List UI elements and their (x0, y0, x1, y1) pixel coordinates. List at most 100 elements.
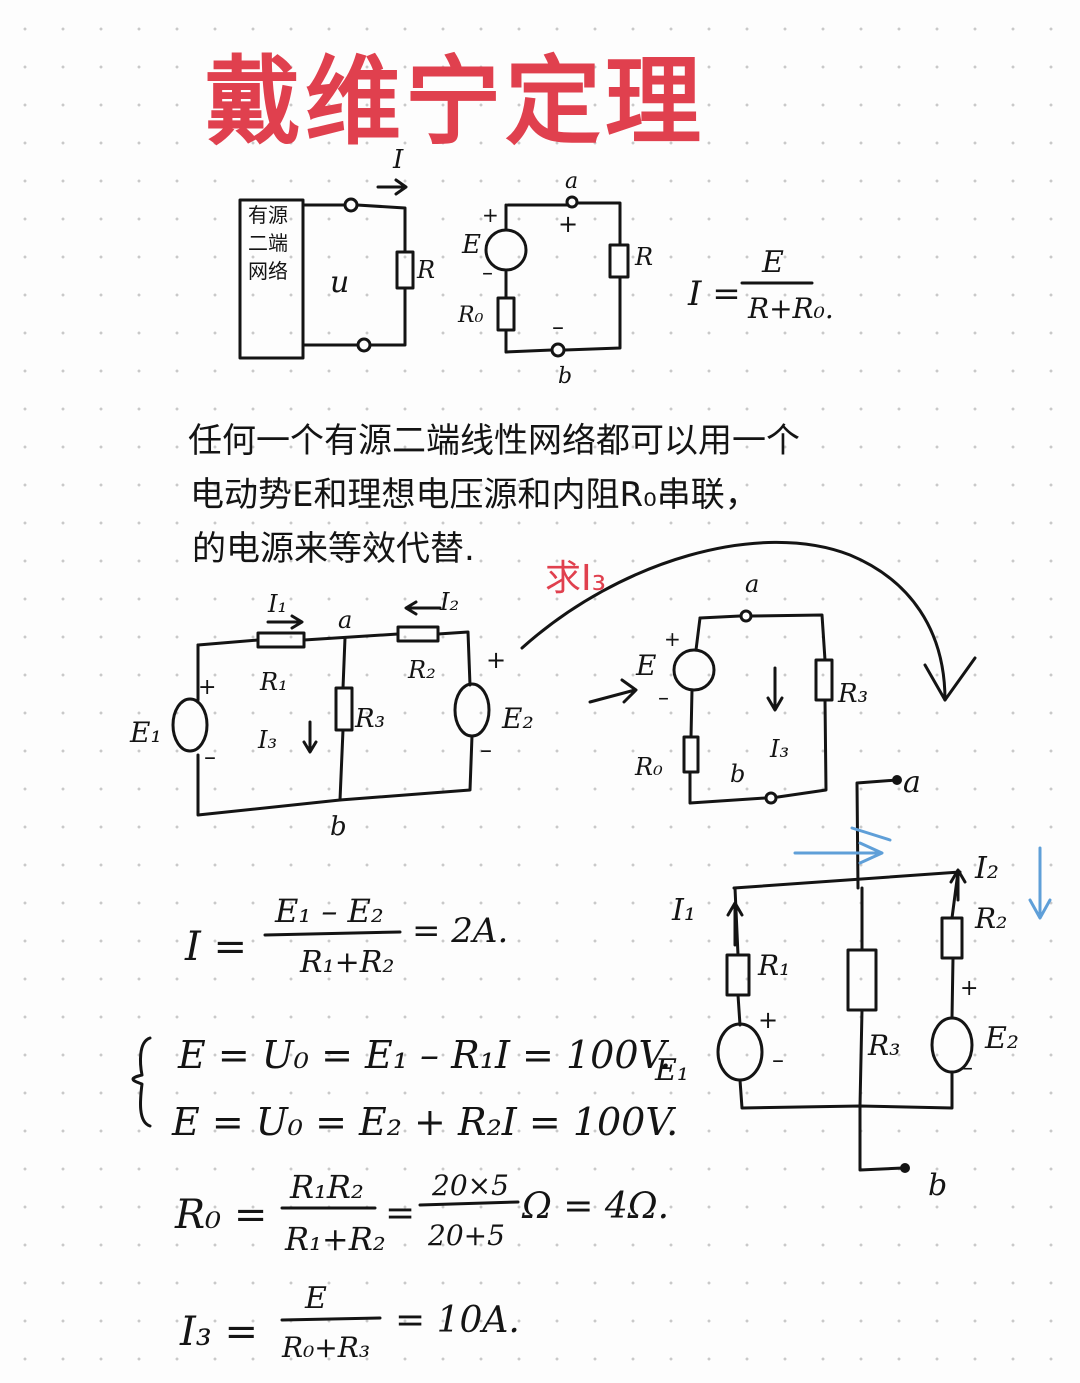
equiv-resistor-R0 (682, 735, 700, 774)
redraw-resistor-R3 (846, 948, 878, 1012)
label-R2: R₂ (407, 656, 436, 684)
diagram-network-with-load: 有源 二端 网络 I u R (238, 145, 435, 360)
load-resistor (608, 243, 630, 279)
svg-text:+: + (664, 627, 681, 651)
node-a: a (565, 169, 578, 194)
resistor-R3 (334, 686, 354, 732)
resistor-R (395, 250, 415, 290)
redraw-label-E2: E₂ (984, 1021, 1019, 1056)
source-E1 (171, 697, 209, 753)
equivalent-arrow (588, 678, 638, 704)
terminal-minus: – (552, 313, 564, 341)
box-label-line-3: 网络 (248, 259, 288, 283)
label-E: E (461, 230, 481, 260)
equiv-label-R3: R₃ (837, 679, 868, 709)
eq5-num: E (304, 1281, 327, 1316)
equation-I3: I₃ = E R₀+R₃ = 10A. (179, 1281, 520, 1364)
current-arrow (376, 178, 408, 196)
equiv-node-b: b (730, 760, 745, 788)
svg-text:–: – (480, 736, 492, 764)
plus-sign: + (482, 203, 499, 227)
equiv-source-E (672, 648, 716, 692)
redraw-source-E1 (716, 1022, 764, 1082)
label-R3: R₃ (354, 704, 385, 734)
equation-I: I = E₁ – E₂ R₁+R₂ = 2A. (184, 892, 508, 980)
label-R1: R₁ (259, 668, 288, 696)
eq4-den2: 20+5 (427, 1219, 505, 1252)
label-I1: I₁ (267, 590, 287, 618)
eq4-eq: = (385, 1193, 415, 1234)
box-label-line-2: 二端 (248, 231, 288, 255)
box-label-line-1: 有源 (248, 203, 288, 227)
curved-arrow-head (923, 656, 977, 702)
node-b: b (330, 812, 347, 842)
label-E2: E₂ (501, 702, 534, 735)
statement-line-1: 任何一个有源二端线性网络都可以用一个 (188, 421, 800, 461)
svg-text:+: + (486, 646, 506, 674)
label-R0: R₀ (457, 303, 484, 328)
circuit-main: I₁ I₂ R₁ R₂ R₃ I₃ E₁ E₂ a b + – + – (129, 588, 534, 842)
svg-text:–: – (658, 686, 669, 711)
equiv-node-a: a (745, 570, 759, 598)
theorem-statement: 任何一个有源二端线性网络都可以用一个 电动势E和理想电压源和内阻R₀串联， 的电… (188, 421, 800, 569)
svg-text:–: – (772, 1046, 784, 1074)
redraw-label-R2: R₂ (974, 902, 1007, 935)
blue-arrow-mark (793, 826, 892, 865)
eq5-den: R₀+R₃ (281, 1331, 370, 1364)
equation-R0: R₀ = R₁R₂ R₁+R₂ = 20×5 20+5 Ω = 4Ω. (174, 1168, 669, 1258)
diagram-thevenin-equivalent: a b E + – + – R₀ R (457, 169, 653, 389)
node-b: b (558, 364, 572, 389)
eq3: E = U₀ = E₂ + R₂I = 100V. (171, 1100, 678, 1144)
redraw-node-b: b (928, 1168, 947, 1203)
minus-sign: – (482, 261, 493, 286)
terminal-plus: + (558, 210, 578, 238)
label-R-load: R (634, 243, 653, 271)
redraw-label-I2: I₂ (974, 851, 999, 886)
redraw-label-R1: R₁ (757, 949, 790, 982)
redraw-node-a: a (903, 765, 921, 800)
circuit-redrawn: a b I₁ I₂ R₁ R₂ R₃ E₁ E₂ + – + – (654, 765, 1052, 1203)
resistor-R1 (256, 631, 306, 649)
equiv-label-R0: R₀ (634, 753, 663, 781)
equiv-label-E: E (635, 649, 656, 682)
page-title: 戴维宁定理 (205, 46, 705, 158)
svg-text:+: + (758, 1006, 778, 1034)
eq5-lhs: I₃ = (179, 1309, 258, 1355)
equiv-resistor-R3 (814, 658, 834, 702)
redraw-label-R3: R₃ (867, 1029, 900, 1062)
redraw-label-E1: E₁ (654, 1053, 689, 1088)
equiv-label-I3: I₃ (769, 735, 789, 763)
svg-text:–: – (962, 1056, 973, 1081)
blue-down-arrow (1028, 846, 1052, 920)
svg-text:+: + (960, 976, 978, 1001)
eq1-lhs: I = (184, 924, 247, 970)
statement-line-2: 电动势E和理想电压源和内阻R₀串联， (190, 475, 759, 515)
circuit-equivalent: a b E R₀ R₃ I₃ + – (634, 570, 868, 805)
internal-resistor (496, 296, 516, 332)
formula-num: E (761, 245, 784, 280)
eq4-num2: 20×5 (431, 1169, 509, 1202)
eq5-rhs: = 10A. (395, 1300, 520, 1341)
svg-text:–: – (204, 743, 216, 771)
formula-den: R+R₀. (747, 292, 834, 325)
formula-lhs: I = (687, 274, 741, 314)
eq1-rhs: = 2A. (412, 911, 508, 951)
statement-line-3: 的电源来等效代替. (192, 529, 475, 569)
redraw-resistor-R2 (940, 916, 964, 960)
redraw-label-I1: I₁ (671, 893, 696, 928)
formula-current: I = E R+R₀. (687, 245, 834, 325)
curved-arrow (520, 540, 947, 702)
svg-text:+: + (198, 675, 216, 700)
eq1-den: R₁+R₂ (299, 945, 394, 980)
eq1-num: E₁ – E₂ (274, 892, 384, 930)
eq4-lhs: R₀ = (174, 1192, 267, 1238)
label-I3: I₃ (257, 726, 277, 754)
label-E1: E₁ (129, 716, 162, 749)
resistor-R2 (396, 625, 440, 643)
label-I2: I₂ (439, 588, 459, 616)
redraw-resistor-R1 (725, 953, 751, 997)
source-E2 (453, 682, 491, 738)
eq4-den1: R₁+R₂ (284, 1220, 386, 1258)
